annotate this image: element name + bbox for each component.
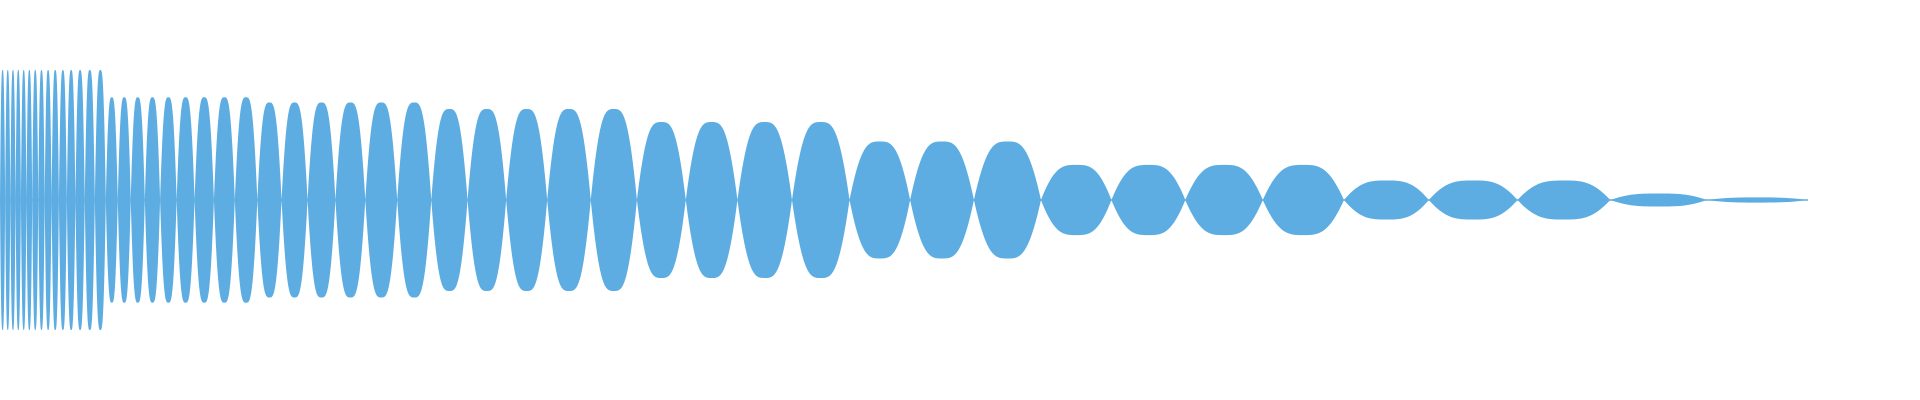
waveform-shapes <box>0 70 1808 330</box>
